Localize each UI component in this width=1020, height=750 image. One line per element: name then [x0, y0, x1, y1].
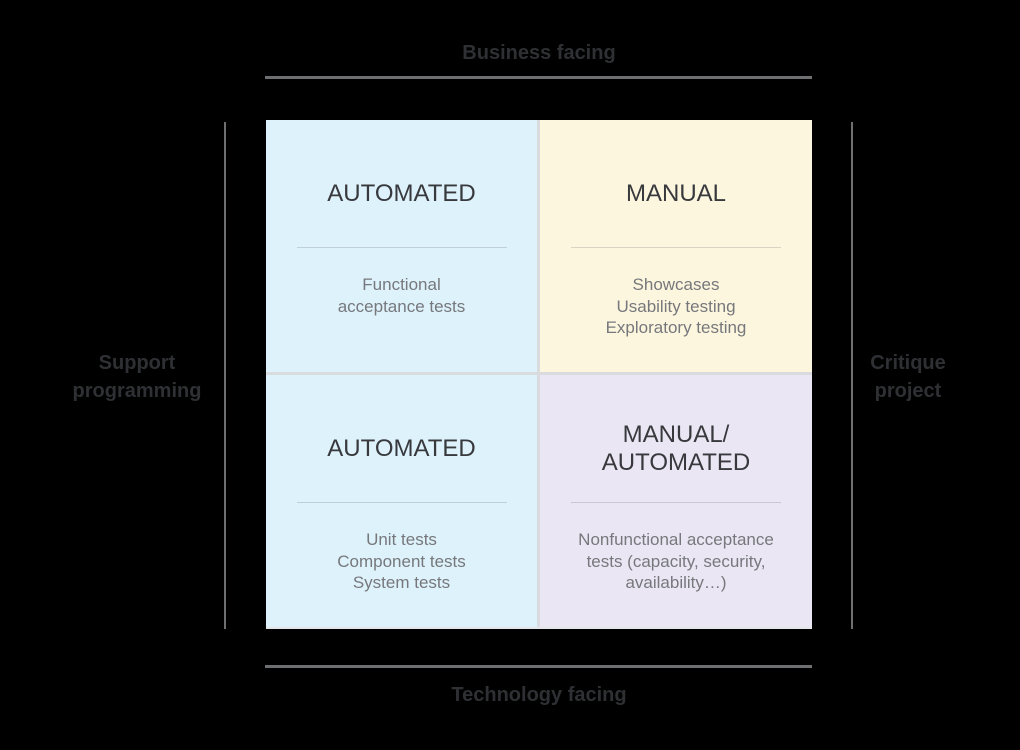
- bottom-axis-label: Technology facing: [451, 684, 627, 706]
- quadrant-top-right: MANUAL Showcases Usability testing Explo…: [540, 120, 812, 372]
- top-axis-line: [265, 76, 812, 79]
- left-axis-label-line: programming: [72, 380, 202, 402]
- quadrant-item: acceptance tests: [337, 296, 466, 316]
- quadrant-body: Showcases Usability testing Exploratory …: [540, 274, 812, 339]
- quadrant-bottom-left: AUTOMATED Unit tests Component tests Sys…: [266, 375, 537, 627]
- right-axis-label-line: Critique: [870, 352, 946, 374]
- quadrant-title: MANUAL: [625, 179, 727, 207]
- quadrant-title: AUTOMATED: [601, 448, 751, 476]
- right-axis-label: Critique project: [788, 349, 1020, 405]
- quadrant-divider: [296, 247, 507, 248]
- quadrant-item: tests (capacity, security,: [586, 551, 766, 571]
- quadrant-item: availability…): [625, 573, 727, 592]
- quadrant-title: AUTOMATED: [327, 179, 476, 207]
- quadrant-item: Component tests: [337, 551, 466, 571]
- left-axis-label-line: Support: [98, 352, 176, 374]
- quadrant-item: Unit tests: [366, 530, 437, 549]
- quadrant-item: Usability testing: [616, 296, 736, 316]
- quadrant-item: Nonfunctional acceptance: [578, 530, 774, 549]
- quadrant-heading: MANUAL/ AUTOMATED: [540, 375, 812, 502]
- right-axis-line: [851, 122, 853, 629]
- quadrant-body: Nonfunctional acceptance tests (capacity…: [540, 529, 812, 594]
- quadrant-item: System tests: [352, 573, 451, 592]
- bottom-axis-line: [265, 665, 812, 668]
- quadrant-top-left: AUTOMATED Functional acceptance tests: [266, 120, 537, 372]
- quadrant-heading: MANUAL: [540, 120, 812, 247]
- quadrant-body: Functional acceptance tests: [266, 274, 537, 317]
- quadrant-divider: [571, 247, 781, 248]
- quadrant-title: AUTOMATED: [327, 434, 476, 462]
- left-axis-line: [224, 122, 226, 629]
- quadrant-grid: AUTOMATED Functional acceptance tests MA…: [266, 120, 812, 629]
- left-axis-label: Support programming: [17, 349, 257, 405]
- quadrant-item: Functional: [362, 275, 441, 294]
- quadrant-divider: [296, 502, 507, 503]
- quadrant-item: Showcases: [632, 275, 720, 294]
- right-axis-label-line: project: [874, 380, 942, 402]
- quadrant-title: MANUAL/: [622, 420, 730, 448]
- quadrant-body: Unit tests Component tests System tests: [266, 529, 537, 594]
- quadrant-bottom-right: MANUAL/ AUTOMATED Nonfunctional acceptan…: [540, 375, 812, 627]
- quadrant-heading: AUTOMATED: [266, 120, 537, 247]
- top-axis-label: Business facing: [462, 42, 616, 64]
- quadrant-item: Exploratory testing: [605, 318, 747, 337]
- quadrant-divider: [571, 502, 781, 503]
- quadrant-heading: AUTOMATED: [266, 375, 537, 502]
